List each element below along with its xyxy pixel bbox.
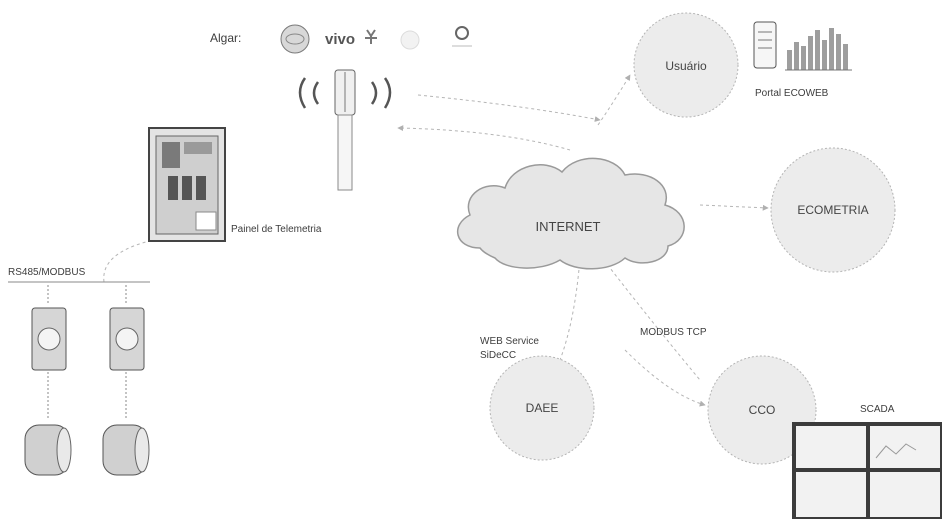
portal-bar — [794, 42, 799, 70]
flow-sensor-1-face — [56, 427, 72, 473]
signal-wave-right-outer — [383, 77, 392, 109]
meter-dial-1 — [37, 327, 61, 351]
internet-to-daee-line — [559, 257, 581, 361]
vivo-figure-icon — [365, 29, 377, 44]
webservice-label-line1: WEB Service — [480, 336, 539, 347]
ecometria-circle — [770, 147, 896, 273]
antenna-tower — [298, 69, 392, 191]
cco-circle — [707, 355, 817, 465]
portal-bar — [836, 34, 841, 70]
portal-ecoweb-label: Portal ECOWEB — [755, 88, 829, 99]
portal-bar — [808, 36, 813, 70]
portal-bar — [843, 44, 848, 70]
signal-wave-left-inner — [312, 81, 320, 105]
cco-label: CCO — [749, 403, 776, 417]
portal-bar — [822, 40, 827, 70]
internet-to-tower-line — [397, 125, 571, 151]
panel-breaker-1 — [168, 176, 178, 200]
signal-wave-left-outer — [298, 77, 307, 109]
daee-node: DAEE — [489, 355, 595, 461]
portal-bars — [787, 28, 848, 70]
cco-node: CCO — [707, 355, 817, 465]
portal-bar — [801, 46, 806, 70]
internet-to-usuario-line — [597, 74, 631, 126]
telemetry-panel — [148, 127, 226, 242]
panel-breaker-2 — [182, 176, 192, 200]
meter-unit-2 — [102, 307, 150, 476]
panel-module-2 — [184, 142, 212, 154]
bus-lines — [8, 281, 150, 418]
panel-module-1 — [162, 142, 180, 168]
meter-unit-1 — [24, 307, 72, 476]
usuario-node: Usuário — [633, 12, 739, 118]
scada-trend-line — [875, 443, 917, 459]
meter-dial-2 — [115, 327, 139, 351]
scada-tile-2 — [870, 426, 940, 468]
vivo-logo: vivo — [325, 31, 355, 48]
antenna-mast — [337, 114, 353, 191]
operators-label: Algar: — [210, 31, 242, 45]
usuario-circle — [633, 12, 739, 118]
panel-breaker-3 — [196, 176, 206, 200]
portal-bar — [815, 30, 820, 70]
operator-logos: vivo — [280, 24, 472, 54]
painel-telemetria-label: Painel de Telemetria — [231, 224, 322, 235]
phone-icon — [753, 21, 777, 69]
ecometria-node: ECOMETRIA — [770, 147, 896, 273]
rs485-modbus-label: RS485/MODBUS — [8, 267, 86, 278]
internet-cloud: INTERNET — [456, 157, 685, 270]
internet-to-ecometria-line — [699, 204, 769, 211]
faded-logo-icon — [400, 30, 420, 50]
operator-o-logo-icon — [455, 26, 469, 40]
internet-label: INTERNET — [536, 219, 601, 234]
globe-ring-icon — [285, 33, 305, 45]
daee-to-cco-line — [624, 349, 706, 407]
portal-bar — [787, 50, 792, 70]
flow-sensor-2-face — [134, 427, 150, 473]
internet-cloud-shape — [456, 157, 685, 270]
panel-to-bus-line — [103, 237, 164, 283]
panel-label-box — [195, 211, 217, 231]
ecometria-label: ECOMETRIA — [797, 203, 868, 217]
tower-to-internet-line — [417, 94, 601, 122]
webservice-label-line2: SiDeCC — [480, 350, 517, 361]
signal-wave-right-inner — [370, 81, 378, 105]
daee-label: DAEE — [526, 401, 559, 415]
daee-circle — [489, 355, 595, 461]
globe-logo-icon — [280, 24, 310, 54]
portal-bar — [829, 28, 834, 70]
scada-screen — [792, 422, 942, 519]
scada-tile-1 — [796, 426, 866, 468]
scada-tile-4 — [870, 472, 940, 517]
scada-label: SCADA — [860, 404, 895, 415]
usuario-label: Usuário — [665, 59, 707, 73]
portal-ecoweb-graphic — [753, 21, 852, 71]
internet-to-cco-line — [599, 254, 701, 381]
scada-tile-3 — [796, 472, 866, 517]
modbus-tcp-label: MODBUS TCP — [640, 327, 707, 338]
